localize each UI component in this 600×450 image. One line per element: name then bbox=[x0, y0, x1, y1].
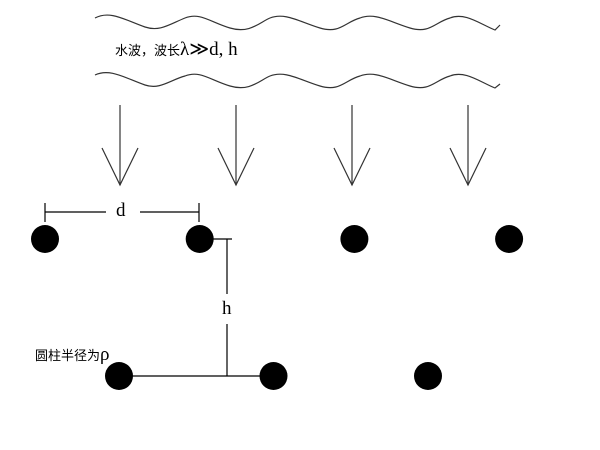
wave-label: 水波，波长λ≫d, h bbox=[115, 38, 238, 61]
spacing-dimension bbox=[44, 203, 200, 222]
row-gap-dimension bbox=[119, 238, 274, 377]
cylinder-top-row bbox=[31, 225, 59, 253]
arrow-down-icon bbox=[449, 105, 487, 187]
cylinder-top-row bbox=[340, 225, 369, 253]
cylinder-top-row bbox=[495, 225, 524, 253]
wave-relation: ≫d, h bbox=[189, 39, 238, 60]
spacing-label: d bbox=[116, 200, 126, 221]
cylinder-bottom-row bbox=[414, 362, 442, 390]
rho-symbol: ρ bbox=[100, 344, 110, 365]
lambda-symbol: λ bbox=[180, 39, 190, 60]
row-gap-label: h bbox=[222, 298, 232, 319]
wave-top bbox=[94, 14, 501, 31]
arrow-down-icon bbox=[333, 105, 371, 187]
arrow-down-icon bbox=[101, 105, 139, 187]
arrow-down-icon bbox=[217, 105, 255, 187]
wave-bottom bbox=[94, 72, 501, 89]
wave-label-text: 水波，波长 bbox=[115, 44, 181, 59]
radius-label: 圆柱半径为ρ bbox=[35, 344, 110, 366]
radius-label-text: 圆柱半径为 bbox=[35, 349, 101, 364]
